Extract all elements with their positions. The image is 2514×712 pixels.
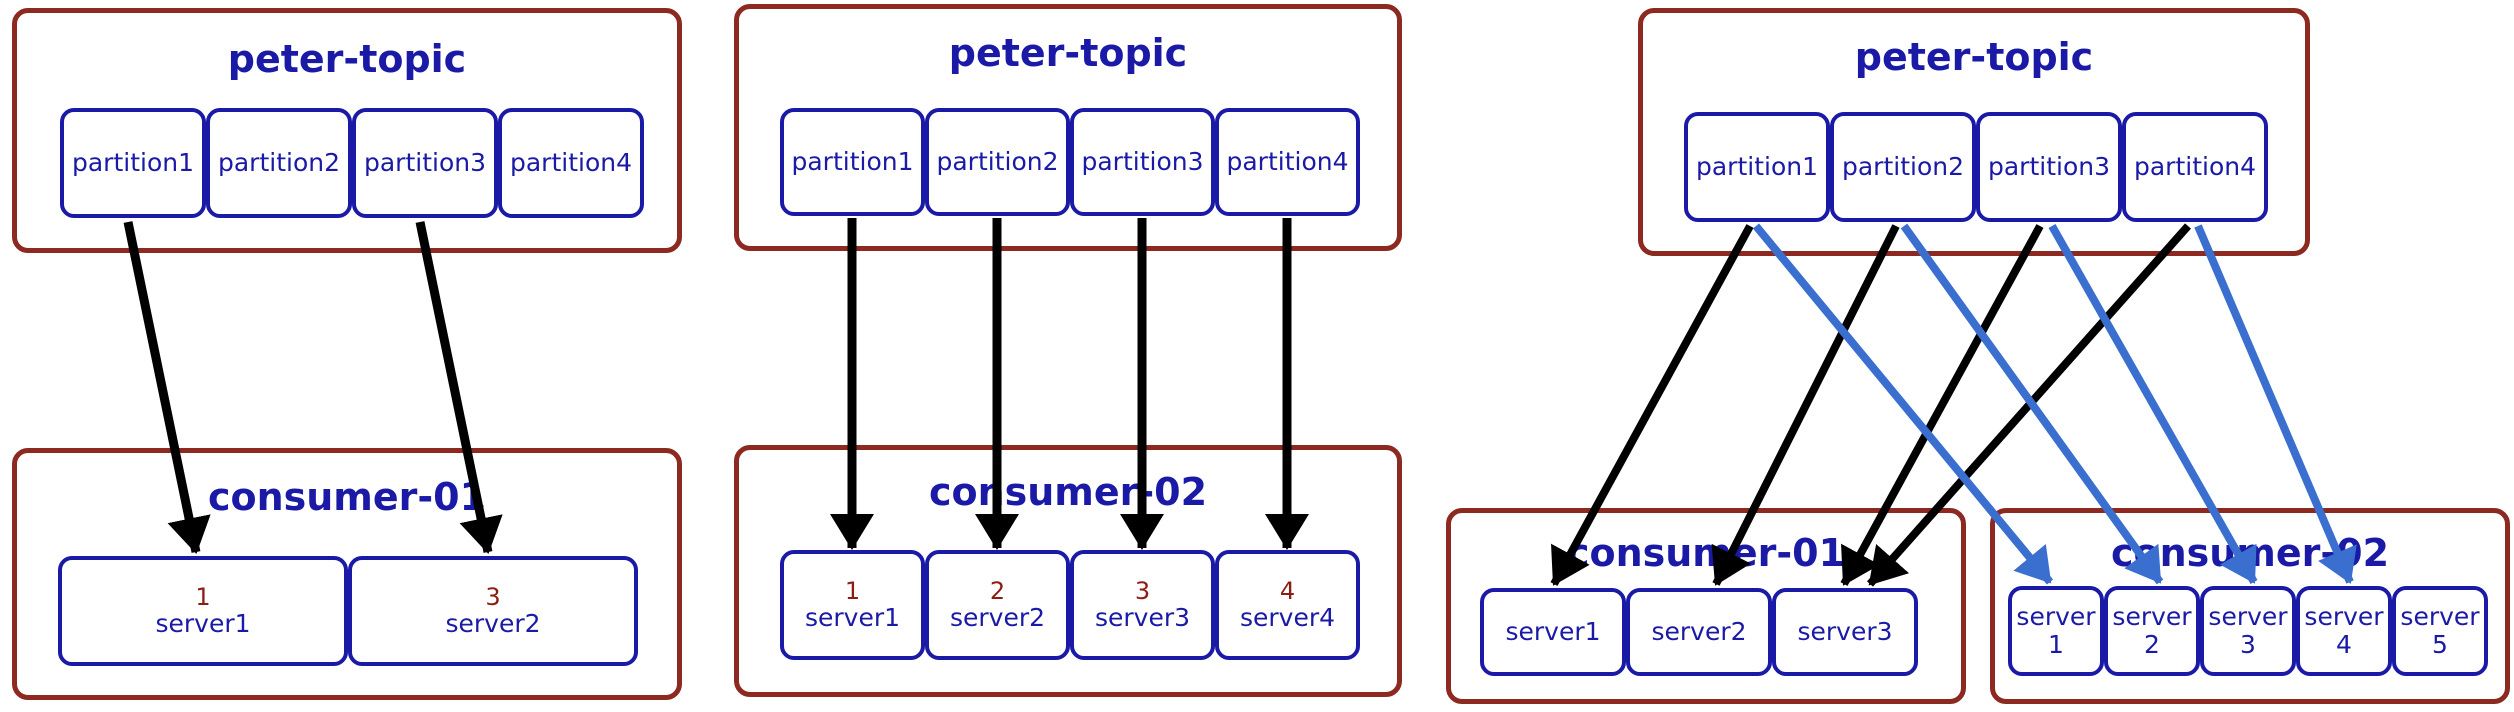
partition-row-3: partition1 partition2 partition3 partiti… xyxy=(1684,112,2268,222)
server-label-line1: server xyxy=(2304,602,2384,631)
partition-label: partition3 xyxy=(363,148,486,177)
partition-box: partition3 xyxy=(1976,112,2122,222)
partition-label: partition3 xyxy=(1081,147,1204,176)
consumer-title: consumer-02 xyxy=(928,470,1208,514)
partition-box: partition2 xyxy=(925,108,1070,216)
partition-label: partition3 xyxy=(1987,152,2110,181)
server-label: server1 xyxy=(804,603,901,632)
server-row-3a: server1 server2 server3 xyxy=(1480,588,1918,676)
partition-label: partition1 xyxy=(791,147,914,176)
partition-box: partition3 xyxy=(352,108,498,218)
partition-label: partition1 xyxy=(71,148,194,177)
assigned-partition-number: 3 xyxy=(485,583,501,611)
partition-label: partition2 xyxy=(1841,152,1964,181)
server-label-line2: 1 xyxy=(2048,630,2064,659)
consumer-title: consumer-02 xyxy=(2110,531,2390,575)
partition-box: partition2 xyxy=(206,108,352,218)
server-box: server3 xyxy=(1772,588,1918,676)
assigned-partition-number: 1 xyxy=(844,577,861,605)
server-box: 2 server2 xyxy=(925,550,1070,660)
partition-box: partition1 xyxy=(60,108,206,218)
server-box: server 3 xyxy=(2200,586,2296,676)
consumer-title: consumer-01 xyxy=(207,475,487,519)
server-label-line2: 5 xyxy=(2432,630,2448,659)
partition-box: partition3 xyxy=(1070,108,1215,216)
assigned-partition-number: 2 xyxy=(989,577,1006,605)
partition-box: partition4 xyxy=(2122,112,2268,222)
partition-label: partition2 xyxy=(217,148,340,177)
partition-box: partition4 xyxy=(498,108,644,218)
partition-row-1: partition1 partition2 partition3 partiti… xyxy=(60,108,644,218)
server-label: server4 xyxy=(1239,603,1336,632)
partition-label: partition1 xyxy=(1695,152,1818,181)
assigned-partition-number: 1 xyxy=(195,583,211,611)
server-label-line2: 4 xyxy=(2336,630,2352,659)
topic-title: peter-topic xyxy=(1854,35,2094,79)
partition-box: partition4 xyxy=(1215,108,1360,216)
partition-row-2: partition1 partition2 partition3 partiti… xyxy=(780,108,1360,216)
server-label-line1: server xyxy=(2112,602,2192,631)
server-box: server 2 xyxy=(2104,586,2200,676)
server-box: 4 server4 xyxy=(1215,550,1360,660)
server-box: server1 xyxy=(1480,588,1626,676)
server-label-line1: server xyxy=(2208,602,2288,631)
server-row-3b: server 1 server 2 server 3 server 4 serv… xyxy=(2008,586,2488,676)
server-label: server2 xyxy=(949,603,1046,632)
topic-title: peter-topic xyxy=(227,37,467,81)
partition-label: partition4 xyxy=(2133,152,2256,181)
partition-label: partition4 xyxy=(509,148,632,177)
server-box: server 4 xyxy=(2296,586,2392,676)
server-label: server1 xyxy=(1505,617,1601,646)
server-label: server2 xyxy=(1651,617,1747,646)
topic-title: peter-topic xyxy=(948,31,1188,75)
server-box: server2 xyxy=(1626,588,1772,676)
server-label: server2 xyxy=(445,609,541,638)
assigned-partition-number: 3 xyxy=(1134,577,1151,605)
server-box: 3 server2 xyxy=(348,556,638,666)
server-row-1: 1 server1 3 server2 xyxy=(58,556,638,666)
server-label-line1: server xyxy=(2400,602,2480,631)
server-row-2: 1 server1 2 server2 3 server3 4 server4 xyxy=(780,550,1360,660)
server-box: 3 server3 xyxy=(1070,550,1215,660)
partition-box: partition1 xyxy=(1684,112,1830,222)
server-box: 1 server1 xyxy=(58,556,348,666)
server-label: server3 xyxy=(1094,603,1191,632)
server-box: server 1 xyxy=(2008,586,2104,676)
server-label: server3 xyxy=(1797,617,1893,646)
partition-label: partition2 xyxy=(936,147,1059,176)
partition-label: partition4 xyxy=(1226,147,1349,176)
assigned-partition-number: 4 xyxy=(1279,577,1296,605)
server-label: server1 xyxy=(155,609,251,638)
server-box: 1 server1 xyxy=(780,550,925,660)
server-box: server 5 xyxy=(2392,586,2488,676)
server-label-line2: 2 xyxy=(2144,630,2160,659)
server-label-line2: 3 xyxy=(2240,630,2256,659)
partition-box: partition1 xyxy=(780,108,925,216)
partition-box: partition2 xyxy=(1830,112,1976,222)
server-label-line1: server xyxy=(2016,602,2096,631)
consumer-title: consumer-01 xyxy=(1566,531,1846,575)
